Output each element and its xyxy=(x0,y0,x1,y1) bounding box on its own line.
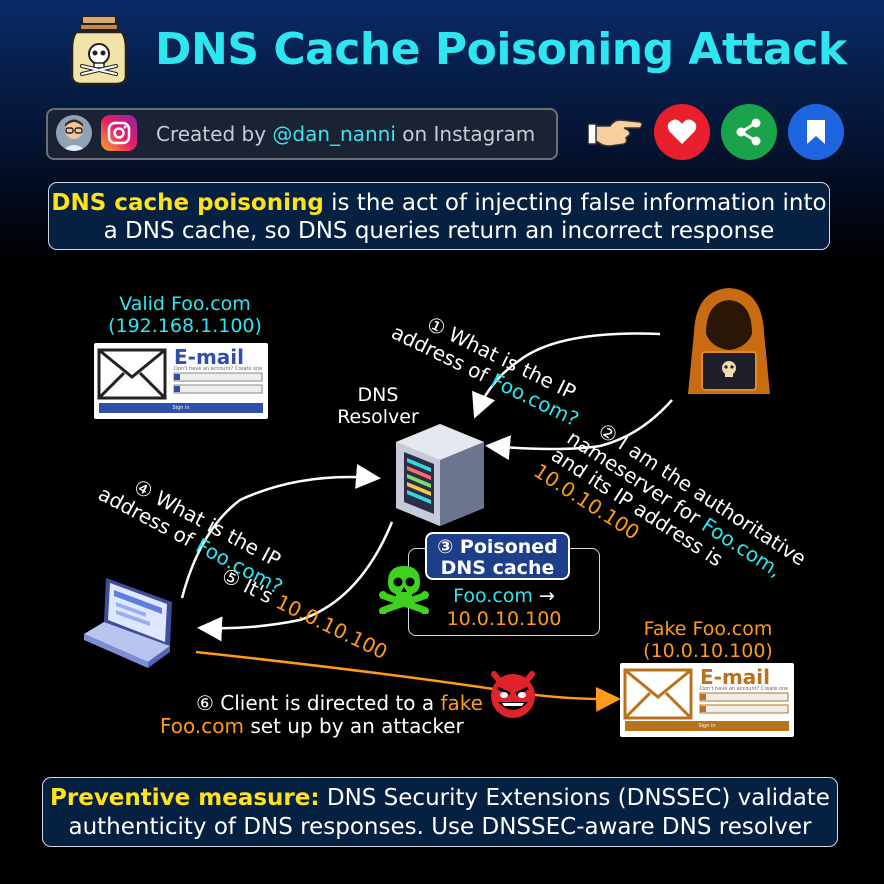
cache-entry-arrow: → xyxy=(532,585,555,607)
preventive-measure-text: DNS Security Extensions (DNSSEC) validat… xyxy=(68,785,830,840)
definition-box: DNS cache poisoning is the act of inject… xyxy=(48,182,830,250)
avatar xyxy=(56,115,92,151)
arrow-step2 xyxy=(485,399,673,461)
cache-entry: Foo.com → 10.0.10.100 xyxy=(409,585,599,631)
fake-email-subtitle: Don't have an account? Create one xyxy=(700,686,789,692)
share-icon xyxy=(736,118,761,146)
resolver-label: DNS Resolver xyxy=(328,384,428,428)
fake-email-title: E-mail xyxy=(700,665,771,689)
share-button[interactable] xyxy=(721,104,777,160)
bookmark-icon xyxy=(807,120,825,144)
step-6-domain: Foo.com xyxy=(160,714,244,738)
poisoned-cache-box: Foo.com → 10.0.10.100 xyxy=(408,548,600,636)
arrow-step1 xyxy=(472,332,661,419)
resolver-label-line1: DNS xyxy=(357,384,399,406)
page-title: DNS Cache Poisoning Attack xyxy=(155,24,847,75)
preventive-measure-box: Preventive measure: DNS Security Extensi… xyxy=(42,777,838,847)
cache-entry-domain: Foo.com xyxy=(453,585,533,607)
fake-site-label: Fake Foo.com (10.0.10.100) xyxy=(618,618,798,662)
valid-email-page: E-mail Don't have an account? Create one… xyxy=(94,343,268,419)
step-6-fake: fake xyxy=(440,691,483,715)
valid-site-name: Valid Foo.com xyxy=(119,293,251,315)
preventive-measure-label: Preventive measure: xyxy=(50,785,320,811)
poisoned-cache-title: ③ Poisoned DNS cache xyxy=(425,532,570,580)
fake-email-signin: Sign in xyxy=(698,723,716,729)
valid-email-subtitle: Don't have an account? Create one xyxy=(174,366,263,372)
hacker-icon xyxy=(682,286,776,398)
cache-entry-ip: 10.0.10.100 xyxy=(446,608,562,630)
step-6-redirect: ⑥ Client is directed to a fake Foo.com s… xyxy=(160,692,483,738)
credit-bar: Created by @dan_nanni on Instagram xyxy=(46,108,558,160)
fake-site-name: Fake Foo.com xyxy=(643,618,773,640)
bookmark-button[interactable] xyxy=(788,104,844,160)
laptop-client-icon xyxy=(76,572,194,672)
poisoned-cache-title-line1: ③ Poisoned xyxy=(437,536,558,558)
pointing-hand-icon xyxy=(587,112,644,152)
valid-site-ip: (192.168.1.100) xyxy=(108,315,262,337)
skull-crossbones-icon xyxy=(378,562,430,615)
step-6-line1: ⑥ Client is directed to a xyxy=(196,691,441,715)
poisoned-cache-title-line2: DNS cache xyxy=(440,557,555,579)
fake-site-ip: (10.0.10.100) xyxy=(643,640,773,662)
credit-handle[interactable]: @dan_nanni xyxy=(272,122,396,146)
arrow-step5 xyxy=(197,521,394,642)
valid-email-signin: Sign in xyxy=(172,405,190,411)
like-button[interactable] xyxy=(654,104,710,160)
definition-text: is the act of injecting false informatio… xyxy=(103,190,827,244)
instagram-icon[interactable] xyxy=(101,115,137,151)
step-6-line2: set up by an attacker xyxy=(243,714,464,738)
heart-icon xyxy=(667,119,697,144)
dns-server-icon xyxy=(388,418,492,530)
devil-face-icon xyxy=(486,668,540,720)
resolver-label-line2: Resolver xyxy=(337,406,419,428)
valid-email-title: E-mail xyxy=(174,345,245,369)
valid-site-label: Valid Foo.com (192.168.1.100) xyxy=(100,293,270,337)
fake-email-page: E-mail Don't have an account? Create one… xyxy=(620,663,794,737)
arrow-step4 xyxy=(180,463,381,599)
definition-term: DNS cache poisoning xyxy=(51,190,324,216)
credit-suffix: on Instagram xyxy=(395,122,536,146)
credit-text: Created by @dan_nanni on Instagram xyxy=(156,122,535,146)
arrow-step6 xyxy=(195,650,621,712)
credit-prefix: Created by xyxy=(156,122,273,146)
poison-jar-icon xyxy=(68,14,130,88)
